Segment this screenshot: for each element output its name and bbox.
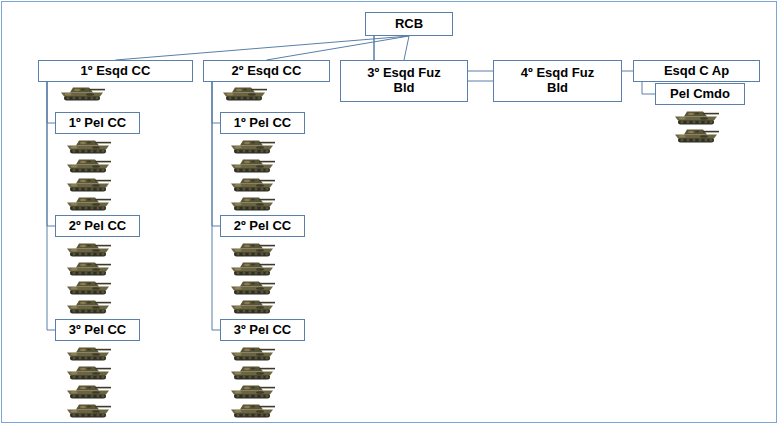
tank-icon bbox=[67, 301, 111, 314]
tank-icon bbox=[67, 179, 111, 192]
org-connector bbox=[404, 36, 409, 60]
tank-icons bbox=[61, 88, 719, 418]
tank-icon bbox=[231, 301, 275, 314]
unit-box: 3º Pel CC bbox=[220, 319, 305, 341]
tank-icon bbox=[67, 405, 111, 418]
unit-box: 4º Esqd Fuz Bld bbox=[493, 60, 622, 102]
tank-icon bbox=[231, 282, 275, 295]
tank-icon bbox=[67, 141, 111, 154]
unit-label: Pel Cmdo bbox=[670, 87, 730, 102]
tank-icon bbox=[67, 198, 111, 211]
org-connector bbox=[47, 82, 55, 123]
unit-label: 1º Pel CC bbox=[69, 116, 127, 131]
tank-icon bbox=[231, 386, 275, 399]
org-connector bbox=[212, 82, 220, 123]
tank-icon bbox=[223, 88, 267, 101]
org-connector bbox=[267, 36, 410, 60]
tank-icon bbox=[675, 130, 719, 143]
tank-icon bbox=[231, 348, 275, 361]
unit-box: 1º Pel CC bbox=[55, 112, 140, 134]
unit-label: 4º Esqd Fuz Bld bbox=[510, 66, 606, 96]
tank-icon bbox=[231, 405, 275, 418]
unit-box: 3º Pel CC bbox=[55, 319, 140, 341]
tank-icon bbox=[67, 160, 111, 173]
unit-label: 1º Esqd CC bbox=[81, 64, 151, 79]
org-connector bbox=[116, 36, 410, 60]
unit-box: 1º Esqd CC bbox=[38, 60, 193, 82]
tank-icon bbox=[67, 348, 111, 361]
unit-label: RCB bbox=[395, 17, 423, 32]
unit-label: Esqd C Ap bbox=[664, 64, 729, 79]
org-connector bbox=[47, 82, 55, 330]
unit-label: 2º Pel CC bbox=[234, 219, 292, 234]
unit-box: Esqd C Ap bbox=[633, 60, 760, 82]
tank-icon bbox=[231, 198, 275, 211]
org-connector bbox=[212, 82, 220, 330]
tank-icon bbox=[67, 367, 111, 380]
tank-icon bbox=[231, 141, 275, 154]
unit-box: Pel Cmdo bbox=[655, 83, 745, 105]
tank-icon bbox=[231, 179, 275, 192]
unit-box: 3º Esqd Fuz Bld bbox=[340, 60, 468, 102]
tank-icon bbox=[231, 263, 275, 276]
org-connector bbox=[212, 82, 220, 226]
tank-icon bbox=[67, 263, 111, 276]
unit-box: 2º Pel CC bbox=[220, 215, 305, 237]
tank-icon bbox=[231, 367, 275, 380]
unit-box: 1º Pel CC bbox=[220, 112, 305, 134]
unit-label: 1º Pel CC bbox=[234, 116, 292, 131]
unit-box: 2º Esqd CC bbox=[203, 60, 330, 82]
org-connector bbox=[47, 82, 55, 226]
tank-icon bbox=[67, 282, 111, 295]
tank-icon bbox=[67, 244, 111, 257]
unit-label: 3º Esqd Fuz Bld bbox=[356, 66, 452, 96]
unit-box: RCB bbox=[365, 12, 453, 36]
tank-icon bbox=[61, 88, 105, 101]
tank-icon bbox=[675, 112, 719, 125]
tank-icon bbox=[67, 386, 111, 399]
unit-label: 2º Pel CC bbox=[69, 219, 127, 234]
tank-icon bbox=[231, 244, 275, 257]
tank-icon bbox=[231, 160, 275, 173]
unit-box: 2º Pel CC bbox=[55, 215, 140, 237]
org-connector bbox=[642, 82, 655, 94]
unit-label: 3º Pel CC bbox=[69, 323, 127, 338]
unit-label: 3º Pel CC bbox=[234, 323, 292, 338]
unit-label: 2º Esqd CC bbox=[232, 64, 302, 79]
